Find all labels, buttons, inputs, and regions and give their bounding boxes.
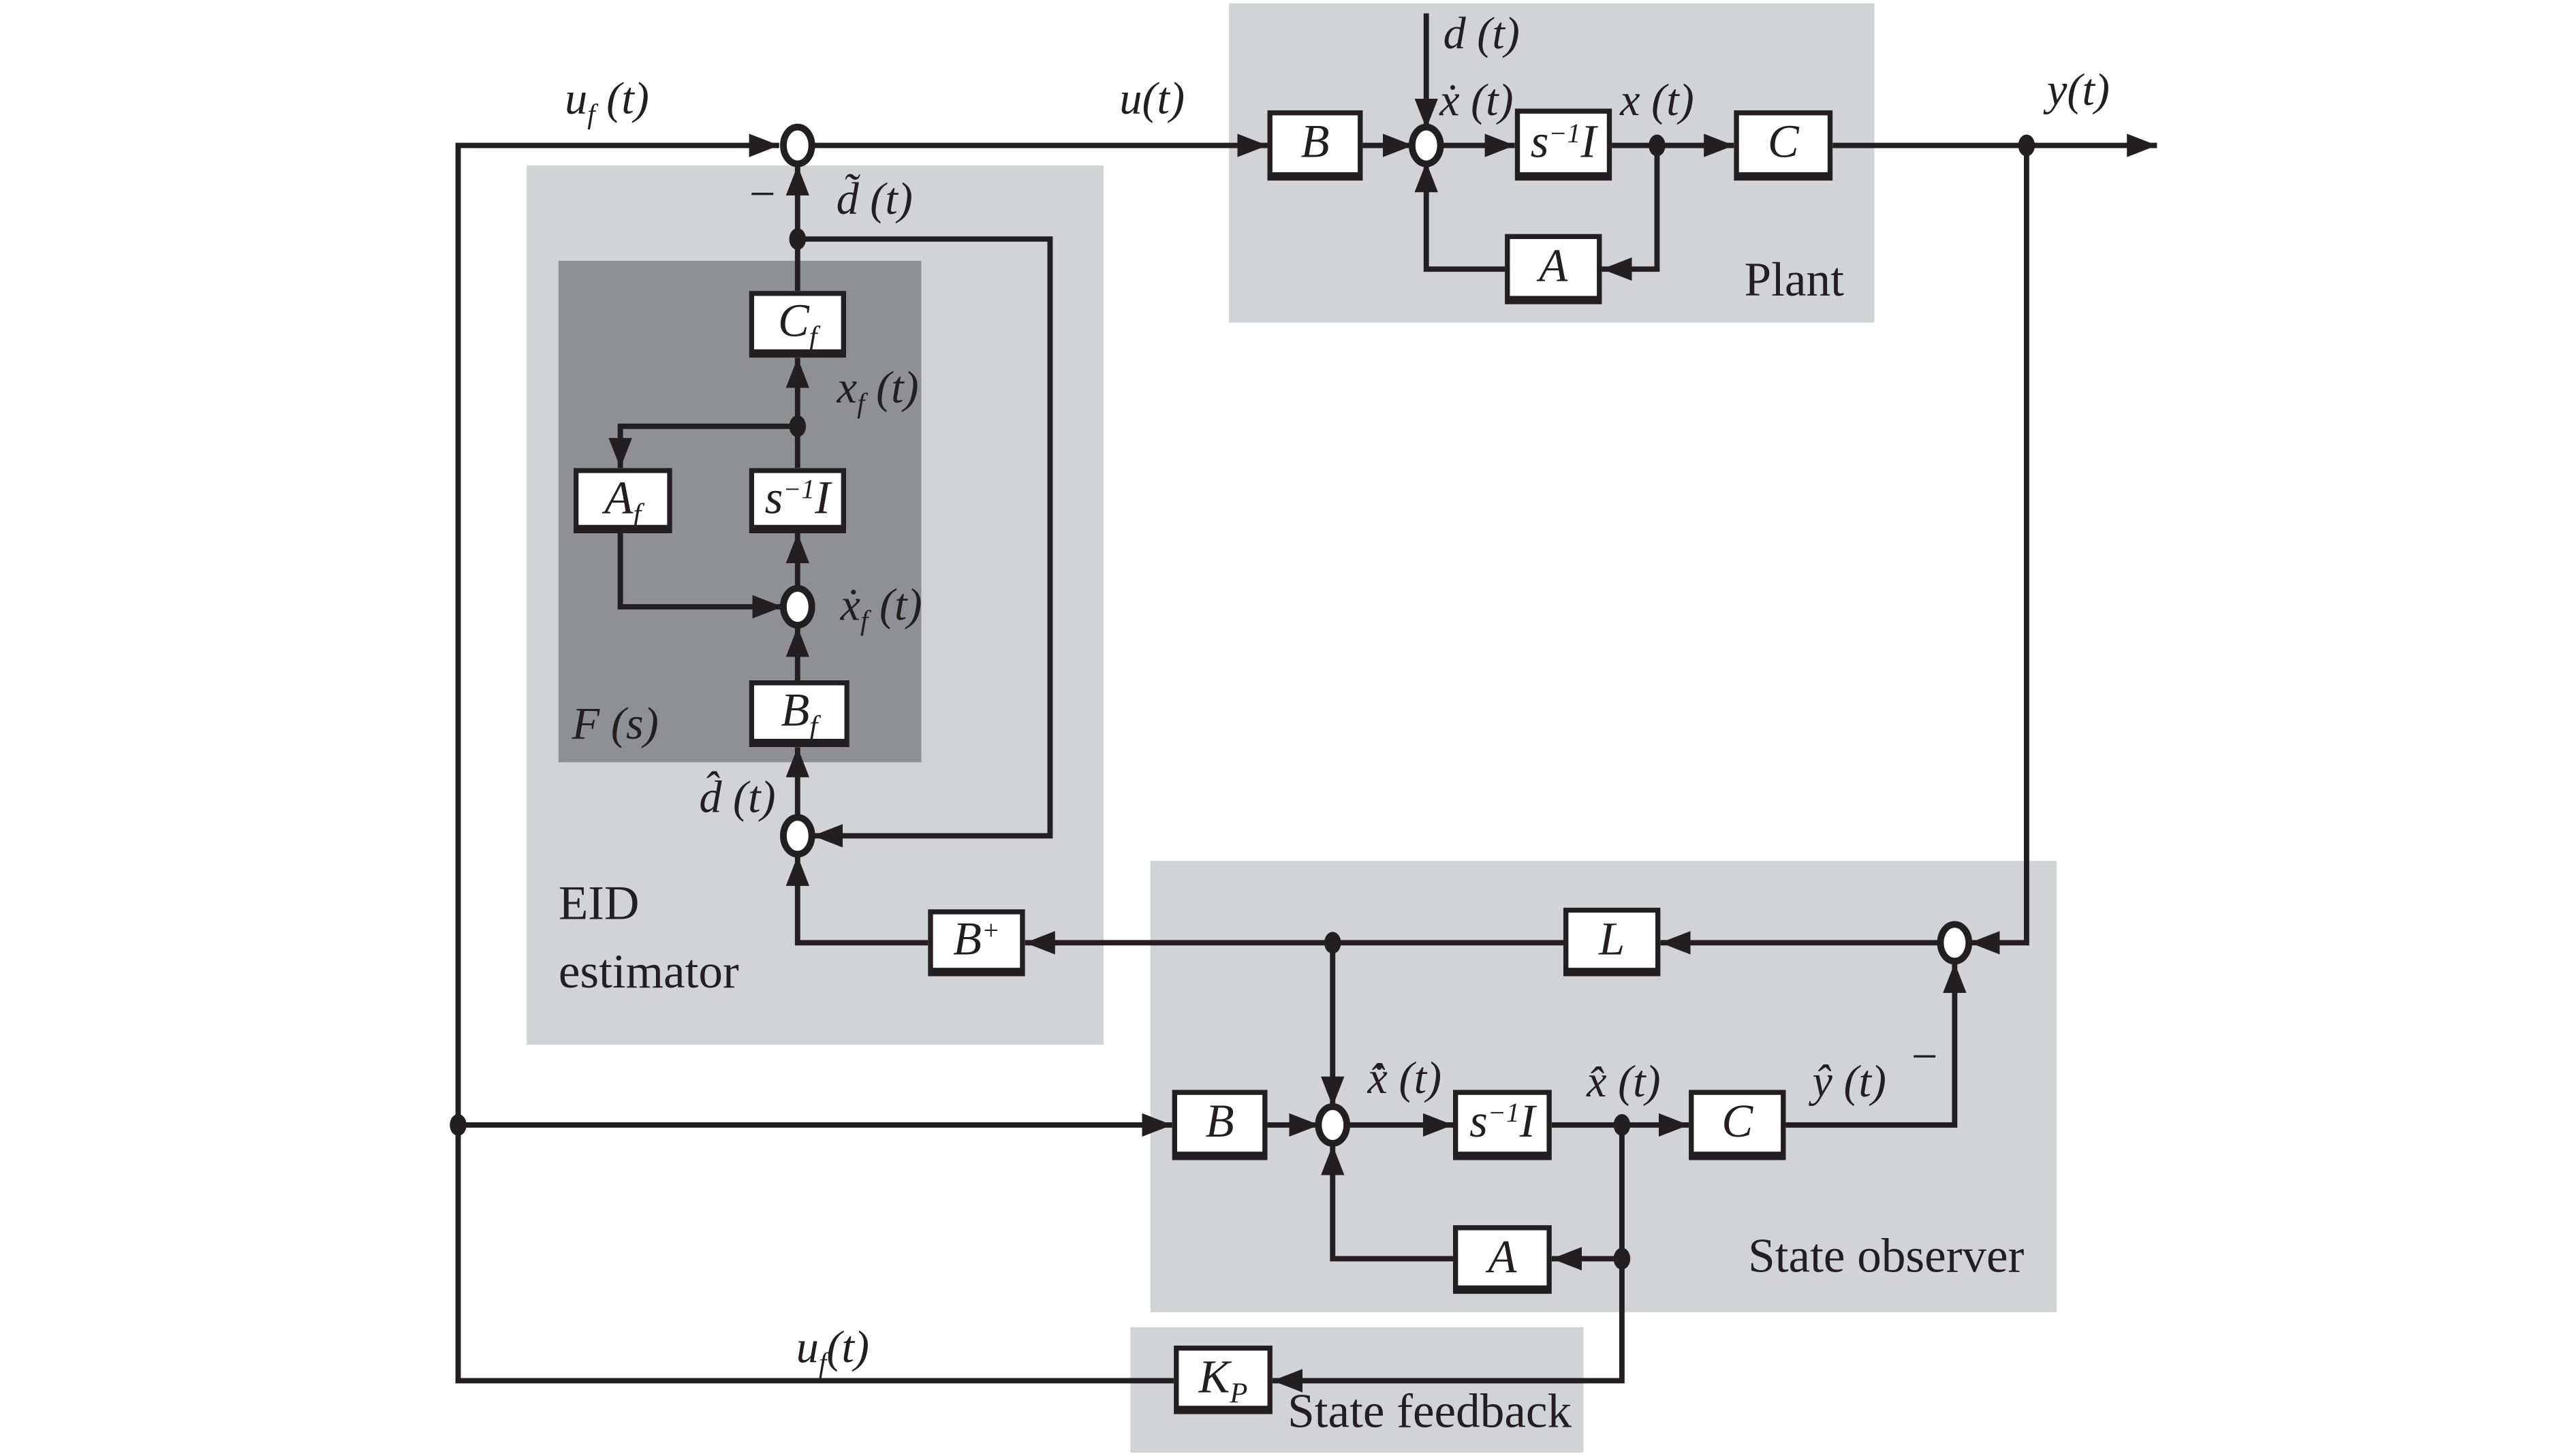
signal-y-label: y(t)	[2047, 65, 2110, 115]
observer-l-label: L	[1599, 913, 1625, 966]
branch-dot-xf	[789, 415, 807, 437]
wire-kp-output-to-control-sum	[455, 133, 1174, 1384]
signal-uf-bottom-label: uf(t)	[796, 1322, 869, 1379]
plant-integrator-label: s−1I	[1530, 116, 1597, 168]
plant-c-block: C	[1734, 110, 1833, 181]
filter-cf-label: Cf	[777, 296, 817, 353]
feedback-kp-block: KP	[1174, 1345, 1273, 1414]
signal-d-label: d (t)	[1443, 7, 1520, 59]
observer-a-block: A	[1452, 1225, 1552, 1294]
dhat-sum-junction	[780, 814, 815, 858]
wire-af-to-filter-sum	[617, 533, 783, 619]
wire-xf-branch-to-af	[608, 423, 798, 469]
observer-l-block: L	[1563, 907, 1661, 977]
branch-dot-l-output	[1324, 932, 1341, 954]
plant-a-block: A	[1505, 234, 1602, 304]
observer-sum-junction	[1315, 1103, 1351, 1147]
state-observer-region-label: State observer	[1748, 1230, 2025, 1284]
state-feedback-region-label: State feedback	[1288, 1385, 1572, 1439]
eid-region-label-line1: EID	[558, 877, 640, 931]
plant-b-block: B	[1267, 110, 1363, 181]
filter-cf-block: Cf	[749, 291, 846, 358]
branch-dot-y	[2018, 134, 2035, 157]
observer-a-label: A	[1488, 1231, 1517, 1283]
filter-fs-region-label: F (s)	[572, 698, 659, 749]
plant-region-label: Plant	[1744, 253, 1844, 308]
signal-xhat-label: x̂ (t)	[1587, 1056, 1661, 1107]
branch-dots	[450, 134, 2035, 1270]
signal-u-label: u(t)	[1119, 73, 1185, 124]
wire-bplus-to-dhat-sum	[785, 855, 928, 946]
observer-integrator-label: s−1I	[1469, 1096, 1535, 1149]
summing-junctions	[780, 123, 1973, 1147]
wire-plant-a-to-sum	[1414, 162, 1505, 272]
observer-integrator-block: s−1I	[1452, 1090, 1552, 1160]
eid-bplus-label: B+	[952, 914, 1000, 966]
plant-b-label: B	[1300, 116, 1330, 169]
observer-c-block: C	[1689, 1090, 1786, 1160]
observer-b-label: B	[1205, 1096, 1234, 1149]
observer-error-sum-junction	[1937, 921, 1973, 965]
control-sum-junction	[780, 123, 815, 168]
signal-xdot-label: ẋ (t)	[1439, 75, 1514, 125]
filter-af-label: Af	[604, 472, 642, 530]
wire-x-branch-to-plant-a	[1602, 145, 1660, 281]
filter-af-block: Af	[573, 468, 672, 533]
wire-yhat-to-observer-sum	[1785, 962, 1967, 1128]
observer-b-block: B	[1172, 1090, 1268, 1160]
wire-dtilde-branch-to-dhat-sum	[797, 236, 1053, 848]
signal-xhatdot-label: x̂̇ (t)	[1367, 1052, 1442, 1103]
wire-xhat-to-kp	[1272, 1124, 1625, 1393]
filter-bf-label: Bf	[781, 685, 818, 742]
signal-uf-top-label: uf (t)	[565, 73, 649, 130]
branch-dot-xhat	[1613, 1113, 1631, 1136]
signal-xfdot-label: ẋf (t)	[840, 580, 922, 637]
filter-sum-junction	[780, 585, 815, 629]
plant-integrator-block: s−1I	[1514, 108, 1612, 181]
eid-region-label-line2: estimator	[558, 945, 739, 1000]
wire-y-feedback-to-observer-sum	[1969, 145, 2029, 955]
signal-yhat-label: ŷ (t)	[1812, 1056, 1886, 1107]
signal-x-label: x (t)	[1620, 75, 1694, 125]
plant-a-label: A	[1539, 240, 1568, 293]
filter-bf-block: Bf	[749, 680, 849, 748]
wire-observer-a-to-sum	[1321, 1145, 1453, 1262]
branch-dot-dtilde	[789, 228, 807, 250]
branch-dot-x	[1649, 134, 1666, 157]
plant-c-label: C	[1767, 116, 1799, 169]
eid-bplus-block: B+	[928, 909, 1025, 977]
feedback-kp-label: KP	[1198, 1351, 1248, 1409]
branch-dot-uf	[450, 1113, 467, 1136]
signal-dhat-label: d̂ (t)	[699, 772, 776, 823]
observer-sum-minus-sign: −	[1911, 1032, 1938, 1084]
observer-c-label: C	[1721, 1096, 1753, 1149]
signal-dtilde-label: d̃ (t)	[836, 173, 913, 224]
filter-integrator-label: s−1I	[764, 472, 831, 524]
control-sum-minus-sign: −	[749, 169, 776, 221]
branch-dot-xhat-a	[1613, 1248, 1631, 1270]
filter-integrator-block: s−1I	[749, 468, 846, 533]
plant-sum-junction	[1408, 123, 1444, 168]
signal-xf-label: xf (t)	[837, 362, 919, 420]
